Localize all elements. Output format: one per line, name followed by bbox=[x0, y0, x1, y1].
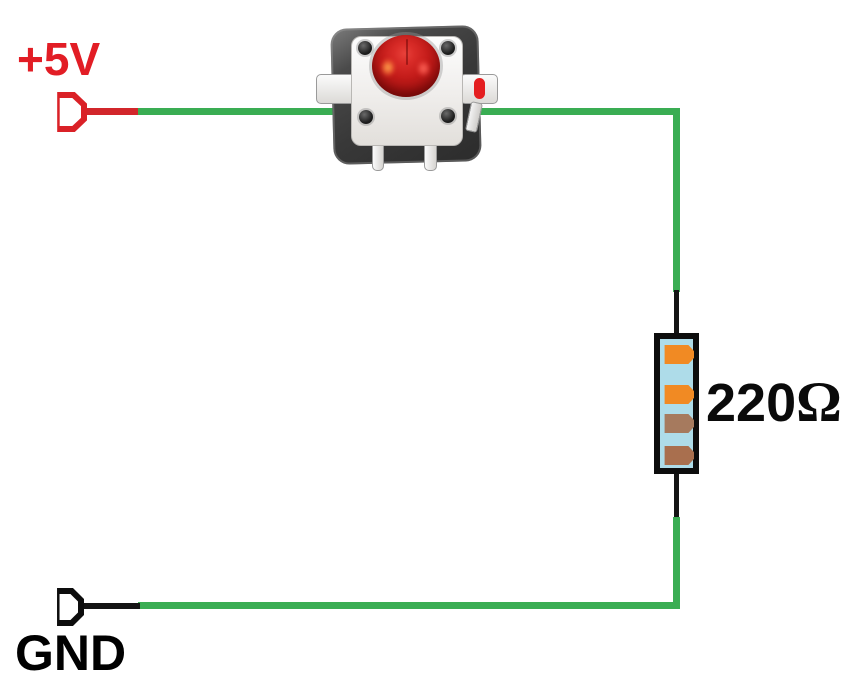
pushbutton-pin-left bbox=[372, 144, 384, 171]
red-led-dome[interactable] bbox=[372, 35, 440, 97]
power-terminal-hole bbox=[59, 98, 81, 126]
ground-terminal-hole bbox=[59, 594, 78, 620]
pushbutton-pin-right bbox=[424, 144, 437, 171]
resistor-value: 220 bbox=[706, 373, 797, 433]
ground-label: GND bbox=[15, 625, 127, 681]
led-highlight-left bbox=[382, 59, 394, 76]
corner-contact-top-right bbox=[441, 41, 455, 55]
corner-contact-top-left bbox=[358, 41, 372, 55]
pushbutton-left-tab bbox=[316, 74, 356, 104]
corner-contact-bottom-left bbox=[359, 110, 373, 124]
wire-power-red-segment bbox=[84, 108, 140, 115]
wire-bottom-vertical-green bbox=[673, 517, 680, 609]
wire-ground-black-segment bbox=[80, 603, 140, 609]
resistor-band-3-brown bbox=[664, 414, 694, 433]
ground-terminal[interactable] bbox=[57, 588, 84, 626]
power-terminal[interactable] bbox=[57, 92, 87, 132]
resistor-band-1-orange bbox=[664, 345, 694, 364]
resistor-lead-top bbox=[674, 290, 679, 335]
ohm-symbol: Ω bbox=[796, 371, 842, 434]
led-pushbutton[interactable] bbox=[310, 22, 505, 174]
resistor-band-2-orange bbox=[664, 385, 694, 404]
resistor-lead-bottom bbox=[674, 472, 679, 519]
wire-bottom-green bbox=[138, 602, 680, 609]
corner-contact-bottom-right bbox=[441, 109, 455, 123]
resistor-band-4-brown bbox=[664, 446, 694, 465]
power-label: +5V bbox=[17, 33, 101, 85]
led-highlight-right bbox=[418, 61, 429, 76]
resistor-value-label: 220Ω bbox=[706, 374, 842, 431]
wire-right-vertical-green bbox=[673, 110, 680, 292]
resistor-220ohm[interactable] bbox=[654, 333, 699, 474]
red-marker-dash bbox=[474, 78, 485, 99]
